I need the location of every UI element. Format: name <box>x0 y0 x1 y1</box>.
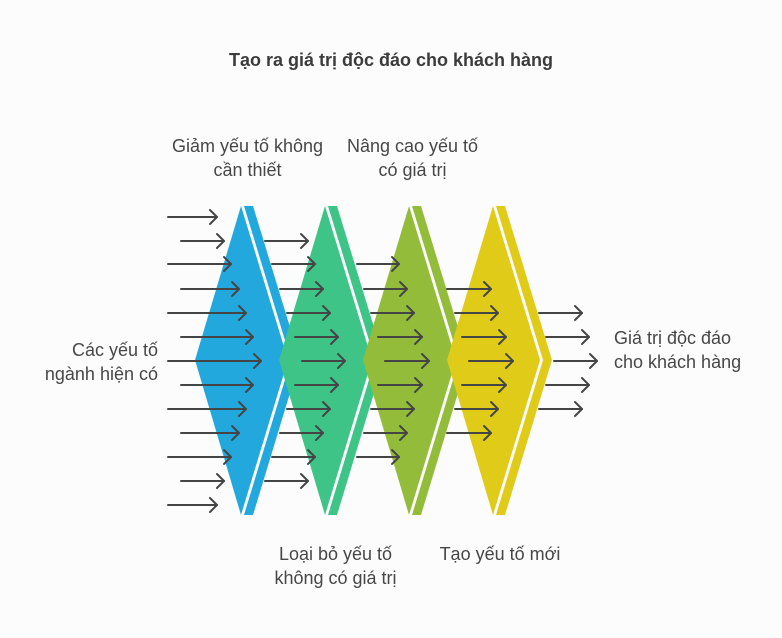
input-arrow <box>167 449 232 465</box>
stage-arrow <box>279 425 324 441</box>
stage-arrow <box>356 449 400 465</box>
input-arrow <box>180 329 254 345</box>
stage-arrow <box>279 281 324 297</box>
stage-arrow <box>264 233 309 249</box>
diagram-title: Tạo ra giá trị độc đáo cho khách hàng <box>228 50 554 70</box>
stage-arrow <box>301 353 346 369</box>
input-arrow <box>167 256 232 272</box>
output-arrow <box>545 377 590 393</box>
input-arrow <box>167 305 247 321</box>
stage-3-label: Nâng cao yếu tố có giá trị <box>346 136 479 180</box>
input-arrow <box>167 401 247 417</box>
input-arrow <box>180 473 225 489</box>
input-arrow <box>180 377 254 393</box>
stage-arrow <box>286 305 331 321</box>
stage-arrow <box>370 401 415 417</box>
stage-4-label: Tạo yếu tố mới <box>439 544 561 564</box>
stage-arrow <box>294 377 339 393</box>
stage-arrow <box>264 473 309 489</box>
stage-arrow <box>294 329 339 345</box>
stage-arrow <box>454 401 499 417</box>
stage-arrow <box>377 377 423 393</box>
stage-arrow <box>461 329 507 345</box>
stage-arrow <box>461 377 507 393</box>
stage-arrow <box>384 353 430 369</box>
stage-arrow <box>370 305 415 321</box>
output-arrow <box>538 401 583 417</box>
input-arrow <box>167 209 218 225</box>
stage-arrow <box>356 256 400 272</box>
output-arrow <box>553 353 598 369</box>
input-arrow <box>167 497 218 513</box>
stage-arrow <box>446 425 492 441</box>
stage-arrow <box>363 281 408 297</box>
stage-arrow <box>468 353 514 369</box>
stage-arrow <box>271 256 316 272</box>
output-label: Giá trị độc đáo cho khách hàng <box>614 328 742 372</box>
stage-arrow <box>377 329 423 345</box>
input-arrow <box>180 233 225 249</box>
output-arrow <box>545 329 590 345</box>
stage-arrow <box>446 281 492 297</box>
stage-1-label: Giảm yếu tố không cần thiết <box>171 136 324 180</box>
input-arrow <box>180 425 240 441</box>
input-label: Các yếu tố ngành hiện có <box>44 340 158 384</box>
output-arrow <box>538 305 583 321</box>
stage-arrow <box>454 305 499 321</box>
input-arrow <box>167 353 262 369</box>
stage-arrow <box>271 449 316 465</box>
stage-arrow <box>286 401 331 417</box>
stage-2-label: Loại bỏ yếu tố không có giá trị <box>274 544 397 588</box>
input-arrow <box>180 281 240 297</box>
stage-arrow <box>363 425 408 441</box>
